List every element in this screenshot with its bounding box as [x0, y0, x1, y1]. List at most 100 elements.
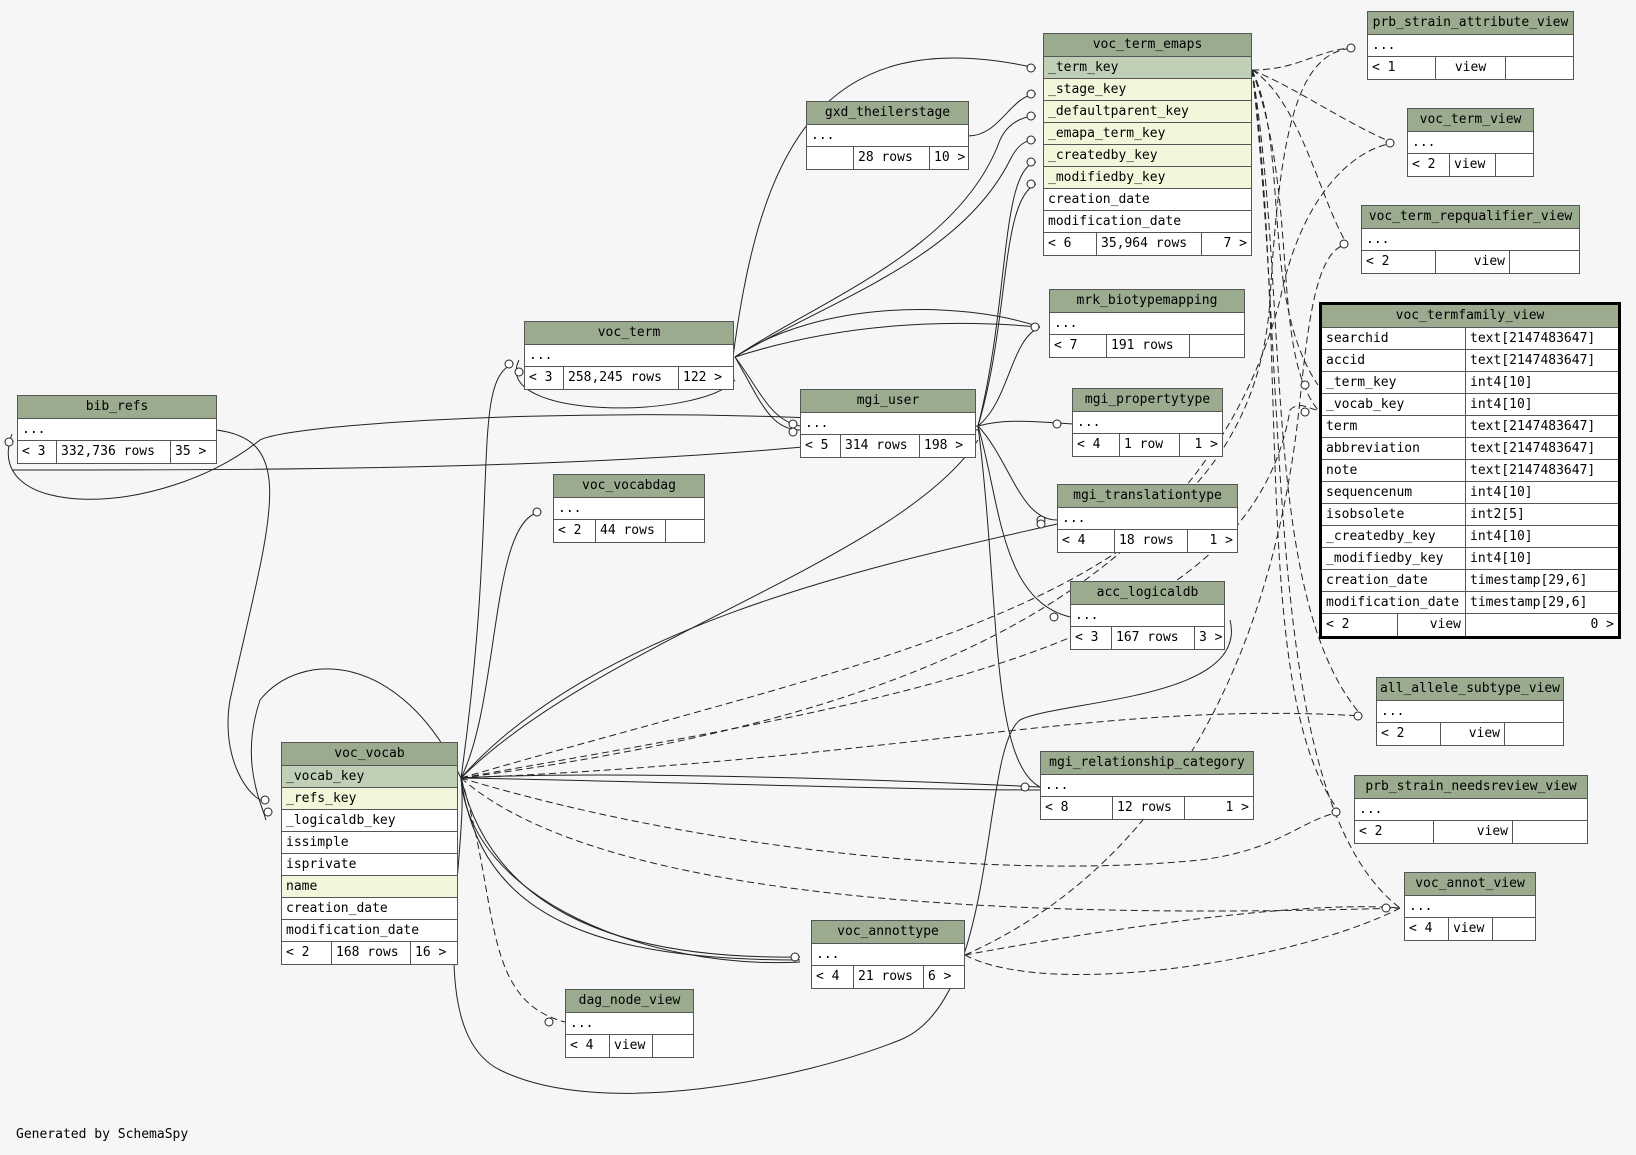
- children-count[interactable]: 10 >: [934, 150, 966, 165]
- table-title[interactable]: dag_node_view: [566, 990, 693, 1013]
- children-count[interactable]: 122 >: [683, 370, 723, 385]
- column-modification-date[interactable]: modification_date: [282, 920, 457, 942]
- columns-collapsed[interactable]: ...: [566, 1013, 693, 1035]
- table-title[interactable]: voc_term_view: [1408, 109, 1533, 132]
- table-voc-annottype[interactable]: voc_annottype ... < 4 21 rows 6 >: [811, 920, 965, 989]
- column-issimple[interactable]: issimple: [282, 832, 457, 854]
- table-prb-strain-attribute-view[interactable]: prb_strain_attribute_view ... < 1 view: [1367, 11, 1574, 80]
- columns-collapsed[interactable]: ...: [18, 419, 216, 441]
- column-defaultparent-key[interactable]: _defaultparent_key: [1044, 101, 1251, 123]
- parents-count[interactable]: < 4: [812, 966, 854, 988]
- columns-collapsed[interactable]: ...: [1368, 35, 1573, 57]
- children-count[interactable]: 7 >: [1223, 236, 1247, 251]
- columns-collapsed[interactable]: ...: [1408, 132, 1533, 154]
- children-count[interactable]: 198 >: [924, 438, 964, 453]
- table-title[interactable]: gxd_theilerstage: [807, 102, 968, 125]
- parents-count[interactable]: < 2: [1377, 723, 1441, 745]
- column-stage-key[interactable]: _stage_key: [1044, 79, 1251, 101]
- column-refs-key[interactable]: _refs_key: [282, 788, 457, 810]
- table-mgi-relationship-category[interactable]: mgi_relationship_category ... < 8 12 row…: [1040, 751, 1254, 820]
- table-voc-vocab[interactable]: voc_vocab _vocab_key _refs_key _logicald…: [281, 742, 458, 965]
- table-voc-term-repqualifier-view[interactable]: voc_term_repqualifier_view ... < 2 view: [1361, 205, 1580, 274]
- table-all-allele-subtype-view[interactable]: all_allele_subtype_view ... < 2 view: [1376, 677, 1564, 746]
- children-count[interactable]: 0 >: [1590, 617, 1614, 632]
- table-title[interactable]: voc_term: [525, 322, 733, 345]
- table-title[interactable]: voc_vocabdag: [554, 475, 704, 498]
- children-count[interactable]: 1 >: [1194, 437, 1218, 452]
- table-title[interactable]: voc_termfamily_view: [1322, 305, 1618, 328]
- parents-count[interactable]: < 2: [1322, 614, 1398, 636]
- parents-count[interactable]: < 4: [1058, 530, 1115, 552]
- columns-collapsed[interactable]: ...: [1377, 701, 1563, 723]
- parents-count[interactable]: < 2: [282, 942, 332, 964]
- table-bib-refs[interactable]: bib_refs ... < 3 332,736 rows 35 >: [17, 395, 217, 464]
- parents-count[interactable]: < 3: [525, 367, 564, 389]
- parents-count[interactable]: < 6: [1044, 233, 1097, 255]
- table-gxd-theilerstage[interactable]: gxd_theilerstage ... 28 rows 10 >: [806, 101, 969, 170]
- columns-collapsed[interactable]: ...: [1050, 313, 1244, 335]
- columns-collapsed[interactable]: ...: [1058, 508, 1237, 530]
- table-mrk-biotypemapping[interactable]: mrk_biotypemapping ... < 7 191 rows: [1049, 289, 1245, 358]
- table-title[interactable]: mgi_relationship_category: [1041, 752, 1253, 775]
- columns-collapsed[interactable]: ...: [1355, 799, 1587, 821]
- parents-count[interactable]: < 4: [1073, 434, 1120, 456]
- column-logicaldb-key[interactable]: _logicaldb_key: [282, 810, 457, 832]
- children-count[interactable]: [1496, 154, 1533, 176]
- parents-count[interactable]: < 7: [1050, 335, 1107, 357]
- columns-collapsed[interactable]: ...: [1362, 229, 1579, 251]
- columns-collapsed[interactable]: ...: [554, 498, 704, 520]
- table-title[interactable]: voc_annottype: [812, 921, 964, 944]
- column-createdby-key[interactable]: _createdby_key: [1044, 145, 1251, 167]
- column-isprivate[interactable]: isprivate: [282, 854, 457, 876]
- table-prb-strain-needsreview-view[interactable]: prb_strain_needsreview_view ... < 2 view: [1354, 775, 1588, 844]
- columns-collapsed[interactable]: ...: [807, 125, 968, 147]
- column-creation-date[interactable]: creation_date: [282, 898, 457, 920]
- parents-count[interactable]: < 4: [1405, 918, 1449, 940]
- columns-collapsed[interactable]: ...: [812, 944, 964, 966]
- children-count[interactable]: 1 >: [1225, 800, 1249, 815]
- column-modification-date[interactable]: modification_date: [1044, 211, 1251, 233]
- columns-collapsed[interactable]: ...: [1073, 412, 1222, 434]
- table-voc-vocabdag[interactable]: voc_vocabdag ... < 2 44 rows: [553, 474, 705, 543]
- columns-collapsed[interactable]: ...: [525, 345, 733, 367]
- table-mgi-translationtype[interactable]: mgi_translationtype ... < 4 18 rows 1 >: [1057, 484, 1238, 553]
- parents-count[interactable]: < 2: [1362, 251, 1436, 273]
- table-title[interactable]: voc_vocab: [282, 743, 457, 766]
- table-title[interactable]: mgi_translationtype: [1058, 485, 1237, 508]
- children-count[interactable]: 6 >: [928, 969, 952, 984]
- column-name[interactable]: name: [282, 876, 457, 898]
- columns-collapsed[interactable]: ...: [1041, 775, 1253, 797]
- table-voc-annot-view[interactable]: voc_annot_view ... < 4 view: [1404, 872, 1536, 941]
- table-title[interactable]: all_allele_subtype_view: [1377, 678, 1563, 701]
- table-title[interactable]: voc_term_repqualifier_view: [1362, 206, 1579, 229]
- columns-collapsed[interactable]: ...: [801, 413, 975, 435]
- column-term-key[interactable]: _term_key: [1044, 57, 1251, 79]
- children-count[interactable]: 16 >: [415, 945, 447, 960]
- children-count[interactable]: [1505, 723, 1563, 745]
- table-title[interactable]: voc_term_emaps: [1044, 34, 1251, 57]
- table-title[interactable]: voc_annot_view: [1405, 873, 1535, 896]
- table-mgi-propertytype[interactable]: mgi_propertytype ... < 4 1 row 1 >: [1072, 388, 1223, 457]
- parents-count[interactable]: < 3: [18, 441, 57, 463]
- table-title[interactable]: mrk_biotypemapping: [1050, 290, 1244, 313]
- parents-count[interactable]: < 3: [1071, 627, 1112, 649]
- table-voc-term[interactable]: voc_term ... < 3 258,245 rows 122 >: [524, 321, 734, 390]
- table-voc-term-view[interactable]: voc_term_view ... < 2 view: [1407, 108, 1534, 177]
- children-count[interactable]: [653, 1035, 693, 1057]
- parents-count[interactable]: [807, 147, 854, 169]
- children-count[interactable]: 3 >: [1199, 630, 1223, 645]
- table-title[interactable]: prb_strain_needsreview_view: [1355, 776, 1587, 799]
- columns-collapsed[interactable]: ...: [1405, 896, 1535, 918]
